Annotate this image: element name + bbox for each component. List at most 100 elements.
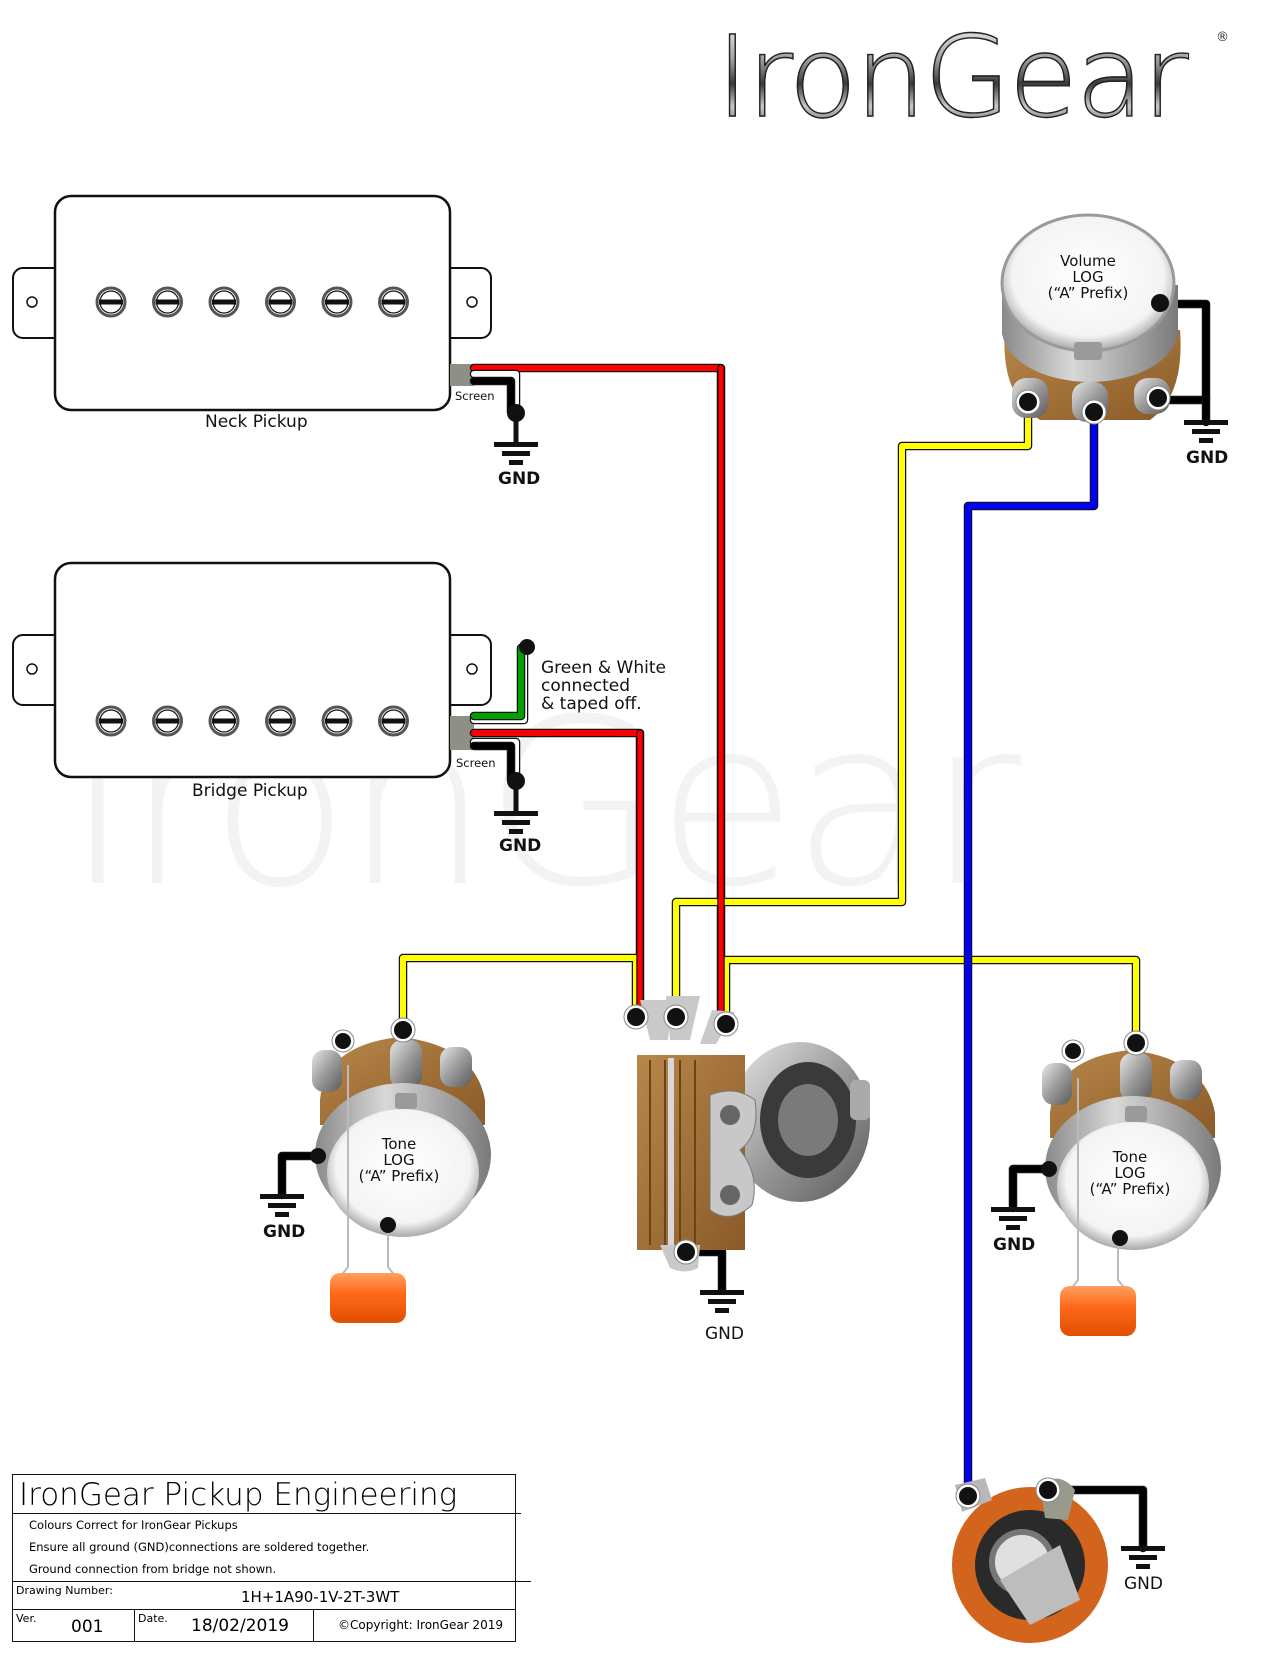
- jack-ground-symbol-bar-2: [1129, 1555, 1157, 1560]
- pole-piece-slot: [212, 718, 236, 724]
- tone-right-gnd-wire: [1010, 1166, 1052, 1211]
- bridge-hot-wire-red: [471, 730, 643, 1019]
- solder-joint: [507, 772, 525, 790]
- tone-pot-lug-3: [1170, 1060, 1202, 1100]
- bridge-screen-label: Screen: [456, 756, 496, 770]
- pole-piece-slot: [381, 299, 406, 305]
- tone-pot-tab: [1125, 1106, 1147, 1122]
- solder-joint: [519, 639, 535, 655]
- pole-piece-slot: [268, 718, 293, 724]
- switch-gnd-label: GND: [705, 1324, 744, 1344]
- pole-piece-slot: [325, 718, 349, 724]
- neck-screen-wire: [471, 378, 514, 415]
- title-block-notes: Colours Correct for IronGear Pickups Ens…: [13, 1514, 531, 1582]
- switch-to-tone-right-yellow: [723, 957, 1139, 1043]
- switch-to-tone-left-yellow: [400, 955, 639, 1023]
- neck-mount-hole-left: [26, 296, 38, 308]
- solder-joint: [717, 1015, 735, 1033]
- jack-ground-symbol-bar-3: [1136, 1564, 1150, 1569]
- neck-ground-symbol-bar-2: [502, 451, 530, 456]
- registered-mark: ®: [1216, 30, 1229, 45]
- pole-piece-slot: [381, 718, 406, 724]
- version-value: 001: [71, 1617, 104, 1637]
- solder-joint: [1039, 1481, 1057, 1499]
- switch-to-tone-right-yellow-outline: [721, 955, 1141, 1045]
- neck-gnd-label: GND: [498, 469, 541, 489]
- neck-screen-label: Screen: [455, 389, 495, 403]
- neck-white-wire: [471, 371, 519, 413]
- bridge-screen-wire: [471, 743, 514, 783]
- tone-right-ground-symbol-bar-1: [991, 1207, 1035, 1212]
- neck-cable-boot: [450, 364, 474, 386]
- bridge-ground-symbol-bar-2: [502, 820, 530, 825]
- solder-joint: [1112, 1230, 1128, 1246]
- bridge-pickup-cover: [53, 561, 452, 779]
- version-label: Ver.: [16, 1612, 37, 1625]
- solder-joints: [310, 294, 1171, 1509]
- title-block: IronGear Pickup Engineering Colours Corr…: [12, 1474, 531, 1642]
- wires: [277, 299, 1211, 1553]
- irongear-logo: IronGear: [715, 13, 1189, 143]
- solder-joint: [677, 1243, 695, 1261]
- ground-symbols: [260, 412, 1228, 1569]
- solder-joint: [380, 1217, 396, 1233]
- title-block-title: IronGear Pickup Engineering: [13, 1475, 521, 1514]
- solder-joint: [1065, 1043, 1081, 1059]
- solder-joint: [627, 1008, 645, 1026]
- version-cell: Ver. 001: [13, 1610, 135, 1641]
- volume-to-switch-yellow-outline: [671, 395, 1033, 1021]
- pole-piece-slot: [155, 299, 180, 305]
- volume-gnd-wire: [1157, 301, 1209, 403]
- volume-ground-symbol-bar-3: [1199, 438, 1213, 443]
- tone-pot-tab: [395, 1093, 417, 1109]
- solder-joint: [310, 1148, 326, 1164]
- tone-pot-lug-1: [312, 1050, 342, 1092]
- tone-left-ground-symbol-bar-1: [260, 1194, 304, 1199]
- ground-stem: [513, 412, 519, 442]
- date-label: Date.: [138, 1612, 168, 1625]
- note-1: Colours Correct for IronGear Pickups: [29, 1518, 238, 1532]
- switch-ground-symbol-bar-3: [715, 1308, 729, 1313]
- solder-joint: [507, 404, 525, 422]
- date-cell: Date. 18/02/2019: [135, 1610, 314, 1641]
- tone-right-gnd-label: GND: [993, 1235, 1036, 1255]
- note-3: Ground connection from bridge not shown.: [29, 1562, 277, 1576]
- drawing-number-label: Drawing Number:: [16, 1584, 113, 1597]
- pole-piece-slot: [99, 718, 123, 724]
- tone-pot-face: [327, 1109, 479, 1237]
- volume-to-jack-blue: [965, 409, 1097, 1499]
- switch-ground-symbol-bar-1: [700, 1290, 744, 1295]
- jack-ground-symbol-bar-1: [1121, 1546, 1165, 1551]
- jack-gnd-wire: [1045, 1487, 1146, 1551]
- solder-joint: [1149, 389, 1167, 407]
- tone-pot-lug-1: [1042, 1063, 1072, 1105]
- tone-pot-right: [1042, 1050, 1221, 1336]
- neck-pickup-cover: [53, 194, 452, 412]
- volume-ground-symbol-bar-1: [1184, 420, 1228, 425]
- bridge-pickup: [12, 561, 492, 779]
- bridge-gnd-label: GND: [499, 836, 542, 856]
- switch-to-tone-left-yellow-outline: [398, 953, 641, 1025]
- solder-joint: [335, 1033, 351, 1049]
- tone-pot-left: [312, 1037, 491, 1323]
- date-value: 18/02/2019: [191, 1616, 289, 1636]
- capacitor-orange-drop: [1060, 1286, 1136, 1336]
- drawing-number-value: 1H+1A90-1V-2T-3WT: [241, 1588, 400, 1606]
- bridge-ground-symbol-bar-3: [509, 829, 523, 834]
- neck-mount-hole-right: [466, 296, 478, 308]
- solder-joint: [959, 1487, 977, 1505]
- solder-joint: [667, 1008, 685, 1026]
- bridge-mount-hole-right: [466, 663, 478, 675]
- tone-pot-lug-3: [440, 1047, 472, 1087]
- capacitor-orange-drop: [330, 1273, 406, 1323]
- tone-right-pot-label: Tone LOG (“A” Prefix): [1089, 1148, 1171, 1198]
- tone-left-ground-symbol-bar-3: [275, 1212, 289, 1217]
- bridge-ground-symbol-bar-1: [494, 811, 538, 816]
- version-date-row: Ver. 001 Date. 18/02/2019 ©Copyright: Ir…: [13, 1610, 515, 1641]
- bridge-pole-pieces: [95, 705, 409, 737]
- pole-piece-slot: [99, 299, 123, 305]
- tone-left-gnd-wire: [279, 1153, 321, 1198]
- tone-pot-lug-2: [390, 1040, 422, 1088]
- bridge-coil-note: Green & White connected & taped off.: [541, 658, 666, 714]
